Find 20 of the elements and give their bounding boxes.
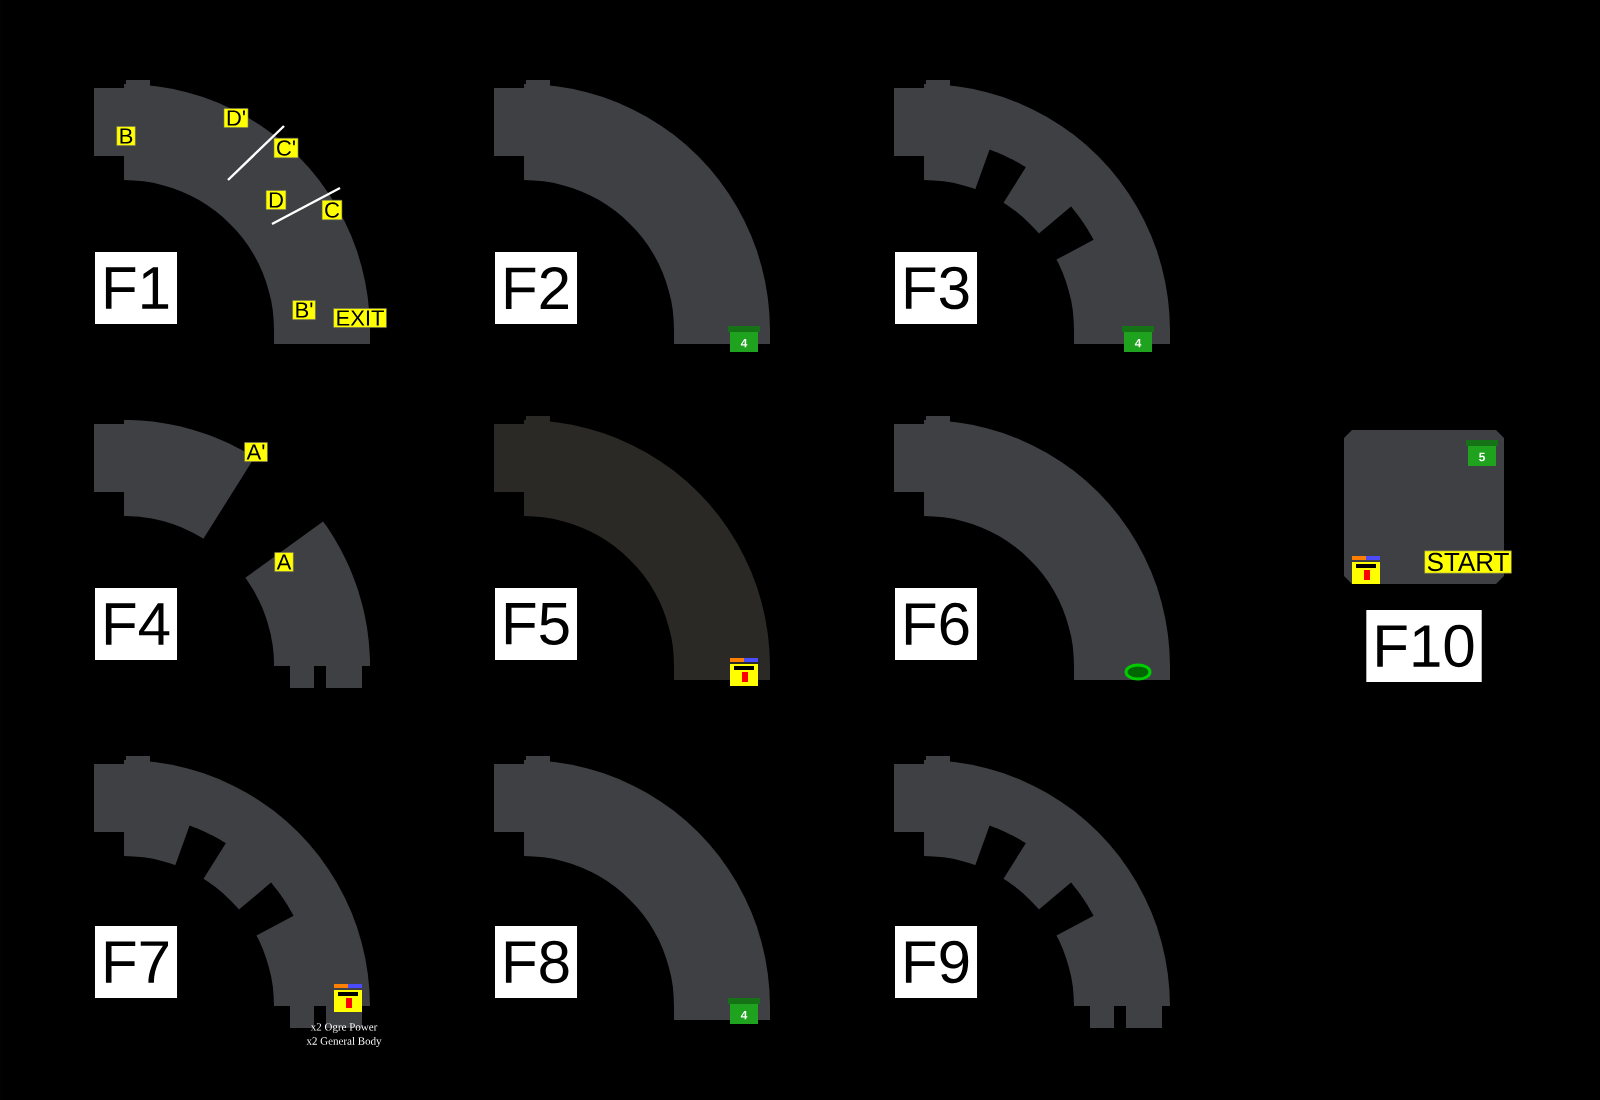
floor-label: F3 bbox=[895, 252, 977, 324]
floor-label: F10 bbox=[1366, 610, 1482, 682]
marker-label: C' bbox=[273, 137, 299, 159]
marker-label: D' bbox=[223, 108, 249, 128]
floor-label: F7 bbox=[95, 926, 177, 998]
marker-label: D bbox=[265, 190, 287, 210]
marker-label: C bbox=[321, 199, 343, 221]
marker-label: B' bbox=[292, 300, 316, 320]
marker-label: A' bbox=[244, 442, 268, 462]
marker-label: START bbox=[1424, 550, 1512, 574]
marker-label: B bbox=[116, 126, 136, 146]
floor-label: F2 bbox=[495, 252, 577, 324]
marker-label: A bbox=[274, 552, 294, 572]
floor-label: F4 bbox=[95, 588, 177, 660]
marker-label: EXIT bbox=[333, 308, 387, 328]
floor-label: F9 bbox=[895, 926, 977, 998]
floor-label: F6 bbox=[895, 588, 977, 660]
floor-label: F8 bbox=[495, 926, 577, 998]
floor-label: F1 bbox=[95, 252, 177, 324]
floor-label: F5 bbox=[495, 588, 577, 660]
